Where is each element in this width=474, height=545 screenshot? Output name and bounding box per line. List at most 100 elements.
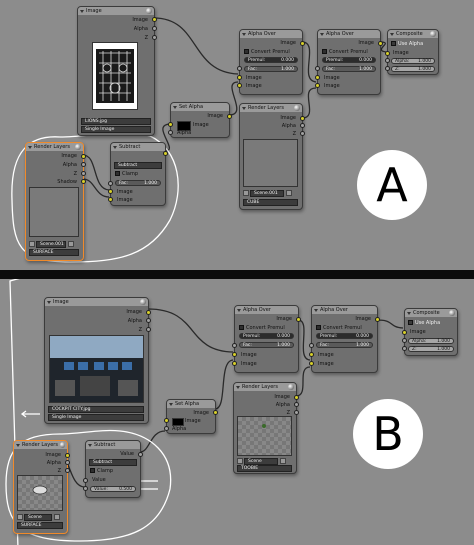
convert-premul-checkbox[interactable]: [244, 49, 249, 54]
image-node-b-header[interactable]: Image: [45, 298, 148, 306]
alpha-over-node-a2[interactable]: Alpha Over Image Convert Premul Premul:0…: [315, 29, 383, 95]
output-alpha-socket[interactable]: [81, 162, 86, 167]
output-image-socket[interactable]: [163, 151, 168, 156]
convert-premul-checkbox[interactable]: [322, 49, 327, 54]
fac-field[interactable]: Fac:1.000: [322, 66, 376, 72]
input-image1-socket[interactable]: [237, 75, 242, 80]
alpha-over-node-b2[interactable]: Alpha Over Image Convert Premul Premul:0…: [309, 305, 380, 373]
render-layers-header[interactable]: Render Layers: [14, 441, 67, 449]
input-image-socket[interactable]: [168, 122, 173, 127]
layer-dropdown[interactable]: SURFACE: [29, 249, 79, 256]
output-image-socket[interactable]: [300, 116, 305, 121]
collapse-icon[interactable]: [242, 106, 246, 110]
output-z-socket[interactable]: [65, 468, 70, 473]
input-image-socket[interactable]: [385, 51, 390, 56]
collapse-icon[interactable]: [47, 300, 51, 304]
output-alpha-socket[interactable]: [65, 460, 70, 465]
composite-header[interactable]: Composite: [388, 30, 438, 38]
scene-icon[interactable]: [243, 190, 249, 196]
render-layers-node-b-right[interactable]: Render Layers Image Alpha Z Scene TOOBIE: [233, 382, 299, 474]
input-alpha-socket[interactable]: [385, 58, 390, 63]
collapse-icon[interactable]: [390, 32, 394, 36]
input-fac-socket[interactable]: [108, 181, 113, 186]
alpha-over-header[interactable]: Alpha Over: [312, 306, 377, 314]
input-fac-socket[interactable]: [232, 343, 237, 348]
input-image1-socket[interactable]: [108, 189, 113, 194]
value-field[interactable]: Value:0.500: [90, 486, 136, 492]
composite-node-b[interactable]: Composite Use Alpha Image Alpha:1.000 Z:…: [402, 308, 458, 356]
input-value-socket-2[interactable]: [83, 486, 88, 491]
input-image2-socket[interactable]: [237, 83, 242, 88]
input-image2-socket[interactable]: [309, 361, 314, 366]
subtract-header[interactable]: Subtract: [111, 143, 165, 151]
alpha-over-node-b1[interactable]: Alpha Over Image Convert Premul Premul:0…: [232, 305, 301, 373]
premul-field[interactable]: Premul:0.000: [316, 333, 373, 339]
subtract-node-a[interactable]: Subtract Subtract Clamp Fac:1.000 Image …: [108, 142, 168, 206]
output-z-socket[interactable]: [81, 171, 86, 176]
input-image2-socket[interactable]: [108, 197, 113, 202]
input-image1-socket[interactable]: [309, 352, 314, 357]
input-image2-socket[interactable]: [232, 361, 237, 366]
collapse-icon[interactable]: [169, 402, 173, 406]
image-node-a-header[interactable]: Image: [78, 7, 154, 15]
render-layers-header[interactable]: Render Layers: [234, 383, 296, 391]
preview-sphere-icon[interactable]: [288, 384, 294, 390]
use-alpha-checkbox[interactable]: [391, 41, 396, 46]
fac-field[interactable]: Fac:1.000: [244, 66, 298, 72]
render-layers-node-b-left[interactable]: Render Layers Image Alpha Z Scene SURFAC…: [13, 440, 70, 534]
alpha-over-header[interactable]: Alpha Over: [235, 306, 298, 314]
input-alpha-socket[interactable]: [168, 130, 173, 135]
output-image-socket[interactable]: [375, 317, 380, 322]
fac-field[interactable]: Fac:1.000: [316, 342, 373, 348]
output-image-socket[interactable]: [146, 310, 151, 315]
premul-field[interactable]: Premul:0.000: [244, 57, 298, 63]
fac-field[interactable]: Fac:1.000: [115, 180, 161, 186]
render-layers-header[interactable]: Render Layers: [26, 143, 83, 151]
render-layers-node-a-left[interactable]: Render Layers Image Alpha Z Shadow Scene…: [25, 142, 86, 261]
collapse-icon[interactable]: [237, 308, 241, 312]
use-alpha-checkbox[interactable]: [408, 320, 413, 325]
render-layers-header[interactable]: Render Layers: [240, 104, 302, 112]
input-fac-socket[interactable]: [309, 343, 314, 348]
scene-add-icon[interactable]: [286, 190, 292, 196]
input-z-socket[interactable]: [385, 66, 390, 71]
z-field[interactable]: Z:1.000: [391, 66, 435, 72]
convert-premul-checkbox[interactable]: [239, 325, 244, 330]
output-image-socket[interactable]: [300, 41, 305, 46]
output-image-socket[interactable]: [152, 17, 157, 22]
preview-sphere-icon[interactable]: [294, 105, 300, 111]
output-z-socket[interactable]: [294, 410, 299, 415]
subtract-header[interactable]: Subtract: [86, 441, 140, 449]
input-fac-socket[interactable]: [315, 66, 320, 71]
input-fac-socket[interactable]: [237, 66, 242, 71]
fac-field[interactable]: Fac:1.000: [239, 342, 294, 348]
collapse-icon[interactable]: [88, 443, 92, 447]
output-z-socket[interactable]: [300, 131, 305, 136]
set-alpha-header[interactable]: Set Alpha: [171, 103, 229, 111]
set-alpha-header[interactable]: Set Alpha: [167, 400, 215, 408]
input-z-socket[interactable]: [402, 346, 407, 351]
preview-sphere-icon[interactable]: [146, 8, 152, 14]
clamp-checkbox[interactable]: [90, 468, 95, 473]
math-mode-dropdown[interactable]: Subtract: [89, 459, 137, 466]
output-alpha-socket[interactable]: [152, 26, 157, 31]
preview-sphere-icon[interactable]: [449, 310, 455, 316]
layer-dropdown[interactable]: TOOBIE: [237, 465, 292, 472]
alpha-over-header[interactable]: Alpha Over: [318, 30, 380, 38]
blend-mode-dropdown[interactable]: Subtract: [114, 162, 162, 169]
scene-icon[interactable]: [17, 514, 23, 520]
scene-add-icon[interactable]: [68, 241, 74, 247]
preview-sphere-icon[interactable]: [75, 144, 81, 150]
alpha-field[interactable]: Alpha:1.000: [408, 338, 454, 344]
collapse-icon[interactable]: [320, 32, 324, 36]
input-image1-socket[interactable]: [315, 75, 320, 80]
collapse-icon[interactable]: [113, 145, 117, 149]
render-layers-node-a-right[interactable]: Render Layers Image Alpha Z Scene.001 CU…: [239, 103, 305, 210]
clamp-checkbox[interactable]: [115, 171, 120, 176]
collapse-icon[interactable]: [407, 311, 411, 315]
input-alpha-socket[interactable]: [164, 426, 169, 431]
convert-premul-checkbox[interactable]: [316, 325, 321, 330]
output-alpha-socket[interactable]: [294, 402, 299, 407]
output-image-socket[interactable]: [378, 41, 383, 46]
layer-dropdown[interactable]: CUBE: [243, 199, 298, 206]
